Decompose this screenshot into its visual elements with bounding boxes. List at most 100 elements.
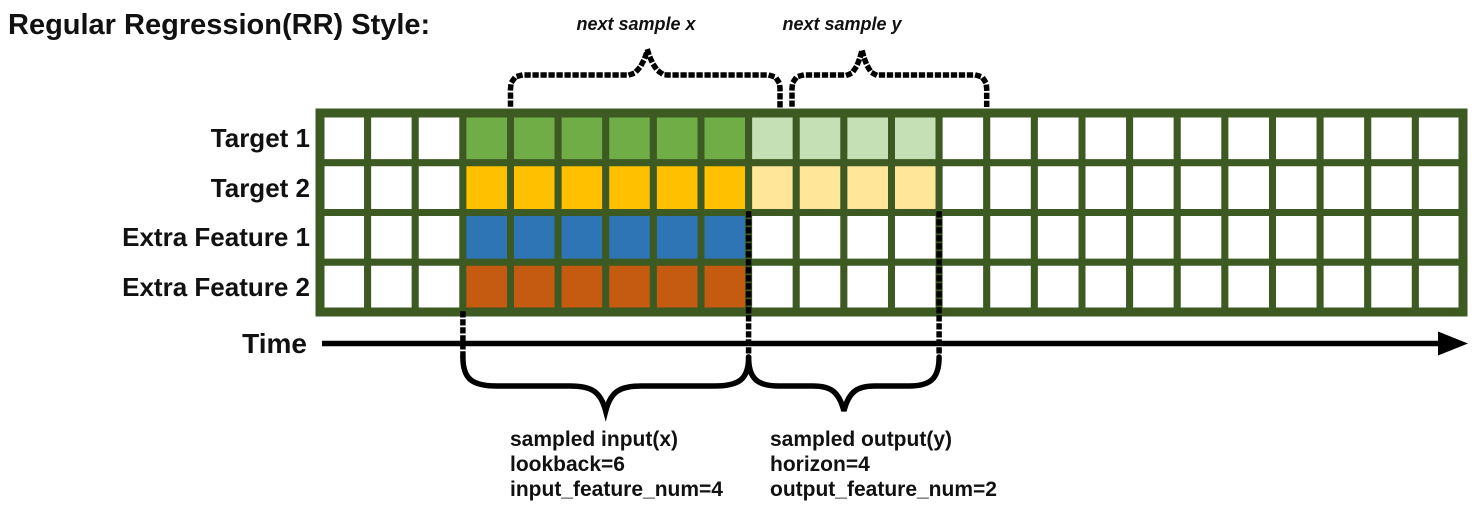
grid-cell: [1221, 159, 1276, 216]
grid-cell: [745, 209, 800, 266]
grid-cell: [411, 159, 467, 216]
grid-cell: [792, 209, 848, 266]
grid-cell: [792, 159, 848, 216]
grid-cell: [697, 109, 753, 167]
grid-cell: [316, 258, 372, 316]
grid-cell: [1173, 258, 1229, 316]
grid-cell: [1411, 258, 1467, 316]
grid-cell: [1221, 258, 1276, 316]
time-axis-arrowhead-icon: [1438, 331, 1468, 356]
grid-cell: [840, 109, 895, 167]
grid-cell: [1126, 209, 1181, 266]
grid-cell: [840, 209, 895, 266]
grid-cell: [792, 258, 848, 316]
grid-cell: [1269, 209, 1324, 266]
grid-cell: [1269, 159, 1324, 216]
grid-cell: [316, 209, 372, 266]
grid-cell: [364, 258, 419, 316]
grid-cell: [507, 258, 562, 316]
next-sample-x-label: next sample x: [576, 14, 696, 34]
grid-cell: [1078, 209, 1134, 266]
grid-cell: [1030, 109, 1086, 167]
grid-cell: [316, 109, 372, 167]
grid-cell: [983, 159, 1038, 216]
grid-cell: [459, 258, 514, 316]
next-sample-y-label: next sample y: [782, 14, 902, 34]
grid-outer-border: [315, 108, 1468, 317]
grid-cell: [649, 209, 705, 266]
grid-cell: [935, 109, 991, 167]
grid-cell: [364, 209, 419, 266]
page-title: Regular Regression(RR) Style:: [8, 9, 430, 41]
grid-cell: [1078, 109, 1134, 167]
grid-cell: [1030, 209, 1086, 266]
grid-cell: [507, 159, 562, 216]
grid-cell: [792, 109, 848, 167]
grid-cell: [888, 258, 943, 316]
grid-cell: [1030, 159, 1086, 216]
horizon-value: horizon=4: [770, 453, 870, 476]
grid-cell: [1364, 159, 1419, 216]
grid-cell: [602, 258, 657, 316]
row-label-extra-feature-2: Extra Feature 2: [122, 272, 310, 302]
grid-cell: [411, 109, 467, 167]
output-feature-num-value: output_feature_num=2: [770, 478, 997, 501]
grid-cell: [1221, 109, 1276, 167]
grid-cell: [840, 159, 895, 216]
row-label-extra-feature-1: Extra Feature 1: [122, 222, 310, 252]
grid-cell: [1126, 109, 1181, 167]
grid-cell: [364, 109, 419, 167]
grid-cell: [649, 109, 705, 167]
grid-cell: [602, 109, 657, 167]
sampled-input-annotation: sampled input(x) lookback=6 input_featur…: [510, 428, 723, 501]
grid-cell: [1269, 258, 1324, 316]
grid-cell: [364, 159, 419, 216]
grid-cell: [507, 109, 562, 167]
grid-cell: [745, 258, 800, 316]
grid-cell: [411, 258, 467, 316]
grid-cell: [697, 209, 753, 266]
grid-cell: [1316, 209, 1372, 266]
grid-cell: [554, 258, 610, 316]
grid-cell: [649, 159, 705, 216]
grid-cell: [1364, 209, 1419, 266]
grid-cell: [602, 209, 657, 266]
grid-cell: [602, 159, 657, 216]
sampled-input-title: sampled input(x): [510, 428, 678, 451]
grid-cell: [745, 159, 800, 216]
grid-cell: [1411, 209, 1467, 266]
sample-grid: [316, 109, 1467, 316]
grid-cell: [1411, 159, 1467, 216]
grid-cell: [1030, 258, 1086, 316]
grid-cell: [507, 209, 562, 266]
grid-cell: [649, 258, 705, 316]
row-label-target-2: Target 2: [211, 173, 310, 203]
grid-cell: [745, 109, 800, 167]
grid-cell: [888, 209, 943, 266]
grid-cell: [888, 159, 943, 216]
grid-cell: [983, 109, 1038, 167]
grid-cell: [1126, 258, 1181, 316]
sampled-input-brace: [460, 354, 752, 422]
grid-cell: [459, 209, 514, 266]
grid-cell: [935, 209, 991, 266]
grid-cell: [1269, 109, 1324, 167]
grid-cell: [554, 159, 610, 216]
grid-cell: [1173, 109, 1229, 167]
grid-cell: [554, 209, 610, 266]
grid-cell: [1173, 209, 1229, 266]
row-label-target-1: Target 1: [211, 123, 310, 153]
grid-cell: [1364, 258, 1419, 316]
input-feature-num-value: input_feature_num=4: [510, 478, 723, 501]
sampled-output-annotation: sampled output(y) horizon=4 output_featu…: [770, 428, 997, 501]
grid-cell: [840, 258, 895, 316]
grid-cell: [316, 159, 372, 216]
grid-cell: [1316, 159, 1372, 216]
grid-cell: [1364, 109, 1419, 167]
grid-cell: [1221, 209, 1276, 266]
sampled-output-title: sampled output(y): [770, 428, 952, 451]
grid-cell: [554, 109, 610, 167]
grid-cell: [1411, 109, 1467, 167]
